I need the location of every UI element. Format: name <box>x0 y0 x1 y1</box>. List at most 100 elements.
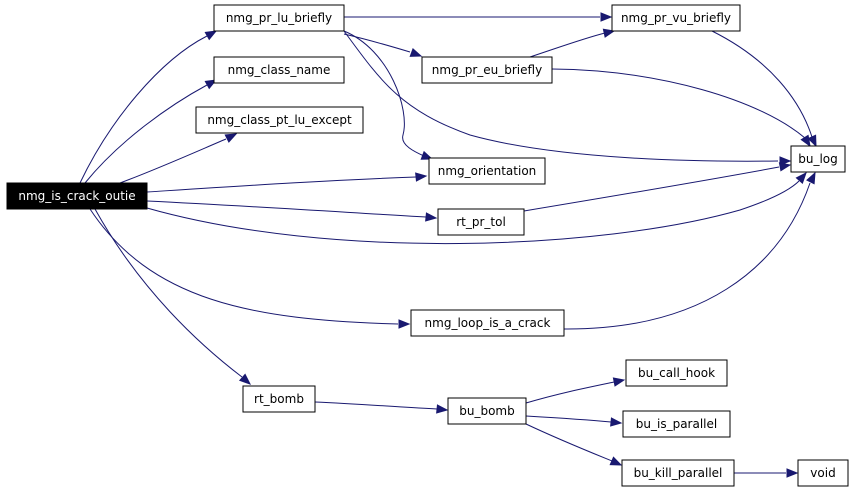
node-label: nmg_orientation <box>438 164 537 178</box>
node-box[interactable] <box>421 56 553 84</box>
node-bu_is_parallel[interactable]: bu_is_parallel <box>622 410 731 438</box>
node-label: nmg_pr_vu_briefly <box>621 11 731 25</box>
node-label: nmg_pr_lu_briefly <box>226 11 332 25</box>
edge-arrowhead <box>807 134 817 148</box>
edge-arrowhead <box>425 212 438 222</box>
node-label: nmg_class_pt_lu_except <box>207 113 352 127</box>
edge-line <box>84 84 208 184</box>
edge-arrowhead <box>778 162 792 172</box>
node-box[interactable] <box>213 4 345 32</box>
edge-nmg_is_crack_outie-to-nmg_class_pt_lu_except <box>119 133 238 184</box>
node-nmg_loop_is_a_crack[interactable]: nmg_loop_is_a_crack <box>410 309 565 337</box>
node-box[interactable] <box>410 309 565 337</box>
edge-nmg_is_crack_outie-to-nmg_pr_lu_briefly <box>79 30 218 184</box>
node-box[interactable] <box>611 4 741 32</box>
edge-arrowhead <box>415 172 428 182</box>
node-label: void <box>810 466 835 480</box>
node-nmg_class_name[interactable]: nmg_class_name <box>213 56 345 84</box>
node-box[interactable] <box>447 397 527 425</box>
node-bu_call_hook[interactable]: bu_call_hook <box>625 359 728 387</box>
node-box[interactable] <box>790 145 846 173</box>
edge-arrowhead <box>224 133 238 143</box>
edge-nmg_pr_lu_briefly-to-nmg_pr_eu_briefly <box>343 33 423 57</box>
edge-line <box>523 166 780 212</box>
edge-nmg_is_crack_outie-to-nmg_class_name <box>84 79 218 184</box>
edge-nmg_is_crack_outie-to-nmg_loop_is_a_crack <box>89 208 411 329</box>
edge-nmg_is_crack_outie-to-rt_pr_tol <box>146 200 438 222</box>
edge-rt_pr_tol-to-bu_log <box>523 162 792 212</box>
edge-nmg_pr_lu_briefly-to-bu_log <box>343 30 792 166</box>
edge-nmg_pr_lu_briefly-to-nmg_pr_vu_briefly <box>344 12 613 22</box>
node-bu_log[interactable]: bu_log <box>790 145 846 173</box>
edge-line <box>314 401 438 410</box>
edge-arrowhead <box>602 28 616 38</box>
edge-arrowhead <box>610 417 623 427</box>
node-nmg_pr_eu_briefly[interactable]: nmg_pr_eu_briefly <box>421 56 553 84</box>
edges-layer <box>79 12 817 478</box>
edge-bu_bomb-to-bu_is_parallel <box>525 415 623 427</box>
node-nmg_orientation[interactable]: nmg_orientation <box>428 157 546 185</box>
edge-arrowhead <box>609 456 623 466</box>
node-label: nmg_loop_is_a_crack <box>425 316 551 330</box>
node-box[interactable] <box>242 385 316 413</box>
edge-line <box>711 30 813 138</box>
edge-arrowhead <box>806 171 816 185</box>
node-label: rt_bomb <box>254 392 304 406</box>
edge-line <box>146 200 427 218</box>
node-nmg_is_crack_outie[interactable]: nmg_is_crack_outie <box>6 182 148 210</box>
edge-rt_bomb-to-bu_bomb <box>314 401 449 414</box>
edge-line <box>94 208 243 378</box>
edge-arrowhead <box>786 468 799 478</box>
edge-bu_bomb-to-bu_kill_parallel <box>525 423 623 466</box>
node-box[interactable] <box>213 56 345 84</box>
edge-line <box>525 423 613 462</box>
edge-arrowhead <box>436 404 449 414</box>
node-bu_kill_parallel[interactable]: bu_kill_parallel <box>621 459 735 487</box>
node-box[interactable] <box>621 459 735 487</box>
node-label: bu_kill_parallel <box>634 466 723 480</box>
node-nmg_pr_lu_briefly[interactable]: nmg_pr_lu_briefly <box>213 4 345 32</box>
node-box[interactable] <box>437 208 525 236</box>
node-label: nmg_pr_eu_briefly <box>432 63 542 77</box>
node-box[interactable] <box>797 459 849 487</box>
edge-line <box>343 30 779 162</box>
nodes-layer: nmg_is_crack_outie nmg_pr_lu_briefly nmg_c… <box>6 4 849 487</box>
node-rt_pr_tol[interactable]: rt_pr_tol <box>437 208 525 236</box>
edge-line <box>525 381 615 404</box>
node-box[interactable] <box>6 182 148 210</box>
node-box[interactable] <box>195 106 364 134</box>
node-label: bu_call_hook <box>638 366 715 380</box>
edge-arrowhead <box>612 377 626 387</box>
edge-arrowhead <box>600 12 613 22</box>
node-label: bu_is_parallel <box>636 417 717 431</box>
edge-line <box>525 415 612 423</box>
edge-arrowhead <box>795 171 807 185</box>
node-bu_bomb[interactable]: bu_bomb <box>447 397 527 425</box>
edge-line <box>551 68 806 139</box>
edge-nmg_pr_eu_briefly-to-bu_log <box>551 68 811 148</box>
edge-line <box>563 182 811 330</box>
node-label: bu_bomb <box>459 404 515 418</box>
node-nmg_class_pt_lu_except[interactable]: nmg_class_pt_lu_except <box>195 106 364 134</box>
edge-line <box>146 180 800 245</box>
node-label: rt_pr_tol <box>456 215 506 229</box>
edge-nmg_pr_lu_briefly-to-nmg_orientation <box>343 30 434 160</box>
edge-nmg_is_crack_outie-to-nmg_orientation <box>146 172 428 193</box>
node-void[interactable]: void <box>797 459 849 487</box>
edge-line <box>89 208 399 325</box>
edge-arrowhead <box>204 79 218 90</box>
edge-line <box>79 35 208 184</box>
node-box[interactable] <box>622 410 731 438</box>
edge-line <box>343 33 411 53</box>
edge-arrowhead <box>409 47 423 57</box>
node-label: nmg_is_crack_outie <box>18 189 135 203</box>
node-label: nmg_class_name <box>228 63 331 77</box>
node-box[interactable] <box>625 359 728 387</box>
node-label: bu_log <box>798 152 838 166</box>
node-nmg_pr_vu_briefly[interactable]: nmg_pr_vu_briefly <box>611 4 741 32</box>
edge-bu_kill_parallel-to-void <box>734 468 799 478</box>
node-rt_bomb[interactable]: rt_bomb <box>242 385 316 413</box>
edge-nmg_pr_eu_briefly-to-nmg_pr_vu_briefly <box>529 28 616 58</box>
node-box[interactable] <box>428 157 546 185</box>
